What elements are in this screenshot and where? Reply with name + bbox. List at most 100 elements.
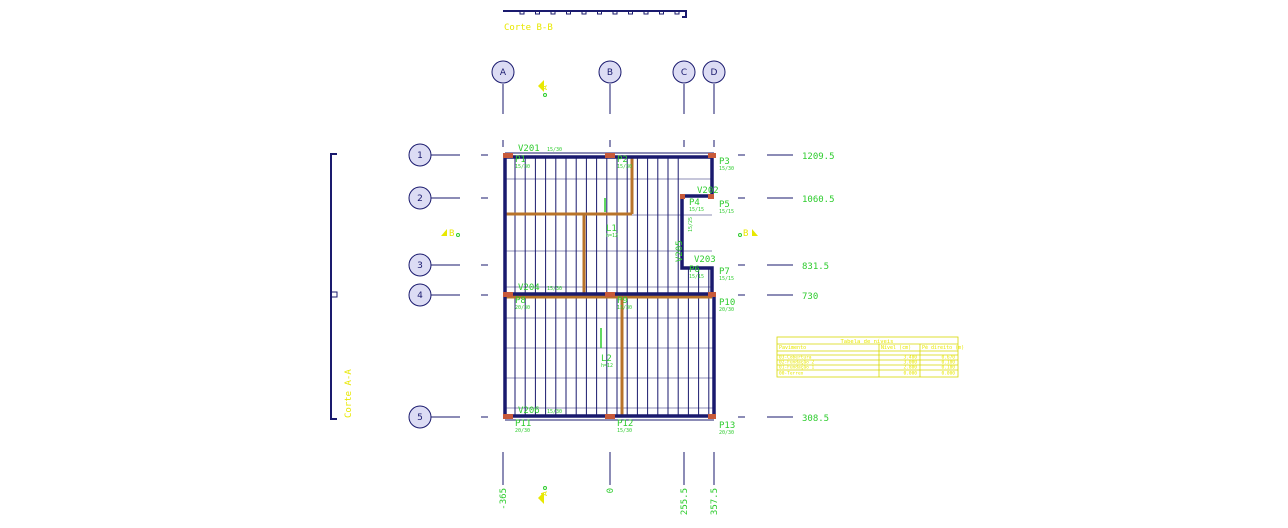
column-offset-label: 0 [606,488,616,493]
svg-text:03-Cobertura: 03-Cobertura [779,355,812,361]
pillar-size: 15/15 [689,274,704,280]
pillar-size: 20/30 [515,428,530,434]
svg-text:2.800: 2.800 [903,365,917,371]
joist-grid [505,157,714,416]
pillar-size: 15/15 [689,207,704,213]
pillar-size: 15/15 [719,209,734,215]
row-level-label: 831.5 [802,262,829,272]
pillar-label: P13 [719,421,735,431]
svg-text:1: 1 [417,151,423,161]
svg-text:01-Fundação 1: 01-Fundação 1 [779,365,815,371]
svg-text:B: B [449,229,454,239]
pillar-markers [503,153,716,419]
pillar-label: P6 [689,265,700,275]
section-cut-b-b [503,10,687,18]
svg-text:B: B [607,68,613,78]
grid-bubble[interactable] [491,60,515,84]
pillar-size: 15/30 [617,305,632,311]
svg-text:A: A [540,491,549,496]
beam-label: V203 [694,255,716,265]
slab-label: L2 [601,354,612,364]
section-cut-a-a [330,153,338,420]
levels-table: Tabela de níveis Pavimento Nível (cm) Pé… [776,336,964,378]
grid-bubble[interactable] [702,60,726,84]
beam-size: 15/25 [688,217,694,232]
section-marker-b-left: B [441,229,460,239]
svg-text:0.000: 0.000 [941,371,955,377]
pillar-label: P7 [719,267,730,277]
pillar-label: P10 [719,298,735,308]
section-title-a-a: Corte A-A [344,369,354,418]
section-title-b-b: Corte B-B [504,23,553,33]
grid-row-2: 2 1060.5 [408,186,835,210]
beam-label: V202 [697,186,719,196]
svg-text:C: C [681,68,687,78]
svg-text:B: B [743,229,748,239]
pillar-size: 15/30 [515,164,530,170]
grid-bubble[interactable] [408,143,432,167]
grid-bubble[interactable] [408,405,432,429]
table-title: Tabela de níveis [841,338,894,345]
section-marker-b-right: B [738,229,758,239]
grid-row-3: 3 831.5 [408,253,829,277]
grid-bubble[interactable] [598,60,622,84]
pillar-label: P9 [617,296,628,306]
grid-bubble[interactable] [408,186,432,210]
row-level-label: 308.5 [802,414,829,424]
row-level-label: 1060.5 [802,195,835,205]
pillar-label: P8 [515,296,526,306]
svg-text:A: A [500,68,507,78]
grid-column-B: B0 [598,60,622,493]
pillar-label: P3 [719,157,730,167]
table-header: Nível (cm) [881,344,911,351]
beam-label: V206 [518,406,540,416]
grid-bubble[interactable] [408,253,432,277]
grid-row-4: 4 730 [408,283,818,307]
section-marker-a-bottom: A [538,486,549,504]
pillar-label: P1 [515,155,526,165]
svg-text:4: 4 [417,291,423,301]
pillar-label: P2 [617,155,628,165]
svg-text:0.180: 0.180 [941,365,955,371]
pillar-size: 15/30 [617,428,632,434]
pillar-size: 15/30 [617,164,632,170]
column-offset-label: 357.5 [710,488,720,515]
svg-text:5: 5 [417,413,423,423]
grid-column-A: A -365 [491,60,515,510]
row-level-label: 730 [802,292,818,302]
svg-text:2: 2 [417,194,423,204]
beam-label: V201 [518,144,540,154]
slab-label: L1 [606,224,617,234]
table-header: Pavimento [779,345,806,351]
section-marker-a-top: A [538,80,549,97]
grid-bubble[interactable] [672,60,696,84]
slab-height: h=12 [601,363,613,369]
svg-text:0.670: 0.670 [941,355,955,361]
pillar-label: P12 [617,419,633,429]
svg-text:3: 3 [417,261,423,271]
table-header: Pé direito (m) [922,344,964,351]
grid-bubble[interactable] [408,283,432,307]
svg-text:3.480: 3.480 [903,355,917,361]
pillar-size: 15/30 [719,166,734,172]
pillar-label: P5 [719,200,730,210]
column-offset-label: -365 [499,488,509,510]
pillar-size: 20/30 [515,305,530,311]
svg-text:02-Fundação 2: 02-Fundação 2 [779,360,815,366]
beam-size: 15/30 [547,286,562,292]
table-row: 03-Cobertura 3.480 0.670 [779,355,955,361]
beam-size: 15/30 [547,147,562,153]
pillar-size: 15/15 [719,276,734,282]
grid-row-5: 5 308.5 [408,405,829,429]
slab-height: h=12 [606,233,618,239]
beam-label: V204 [518,283,540,293]
pillar-size: 20/30 [719,307,734,313]
pillar-label: P4 [689,198,700,208]
beam-label: V205 [675,240,685,262]
pillar-size: 20/30 [719,430,734,436]
svg-text:A: A [540,85,549,90]
